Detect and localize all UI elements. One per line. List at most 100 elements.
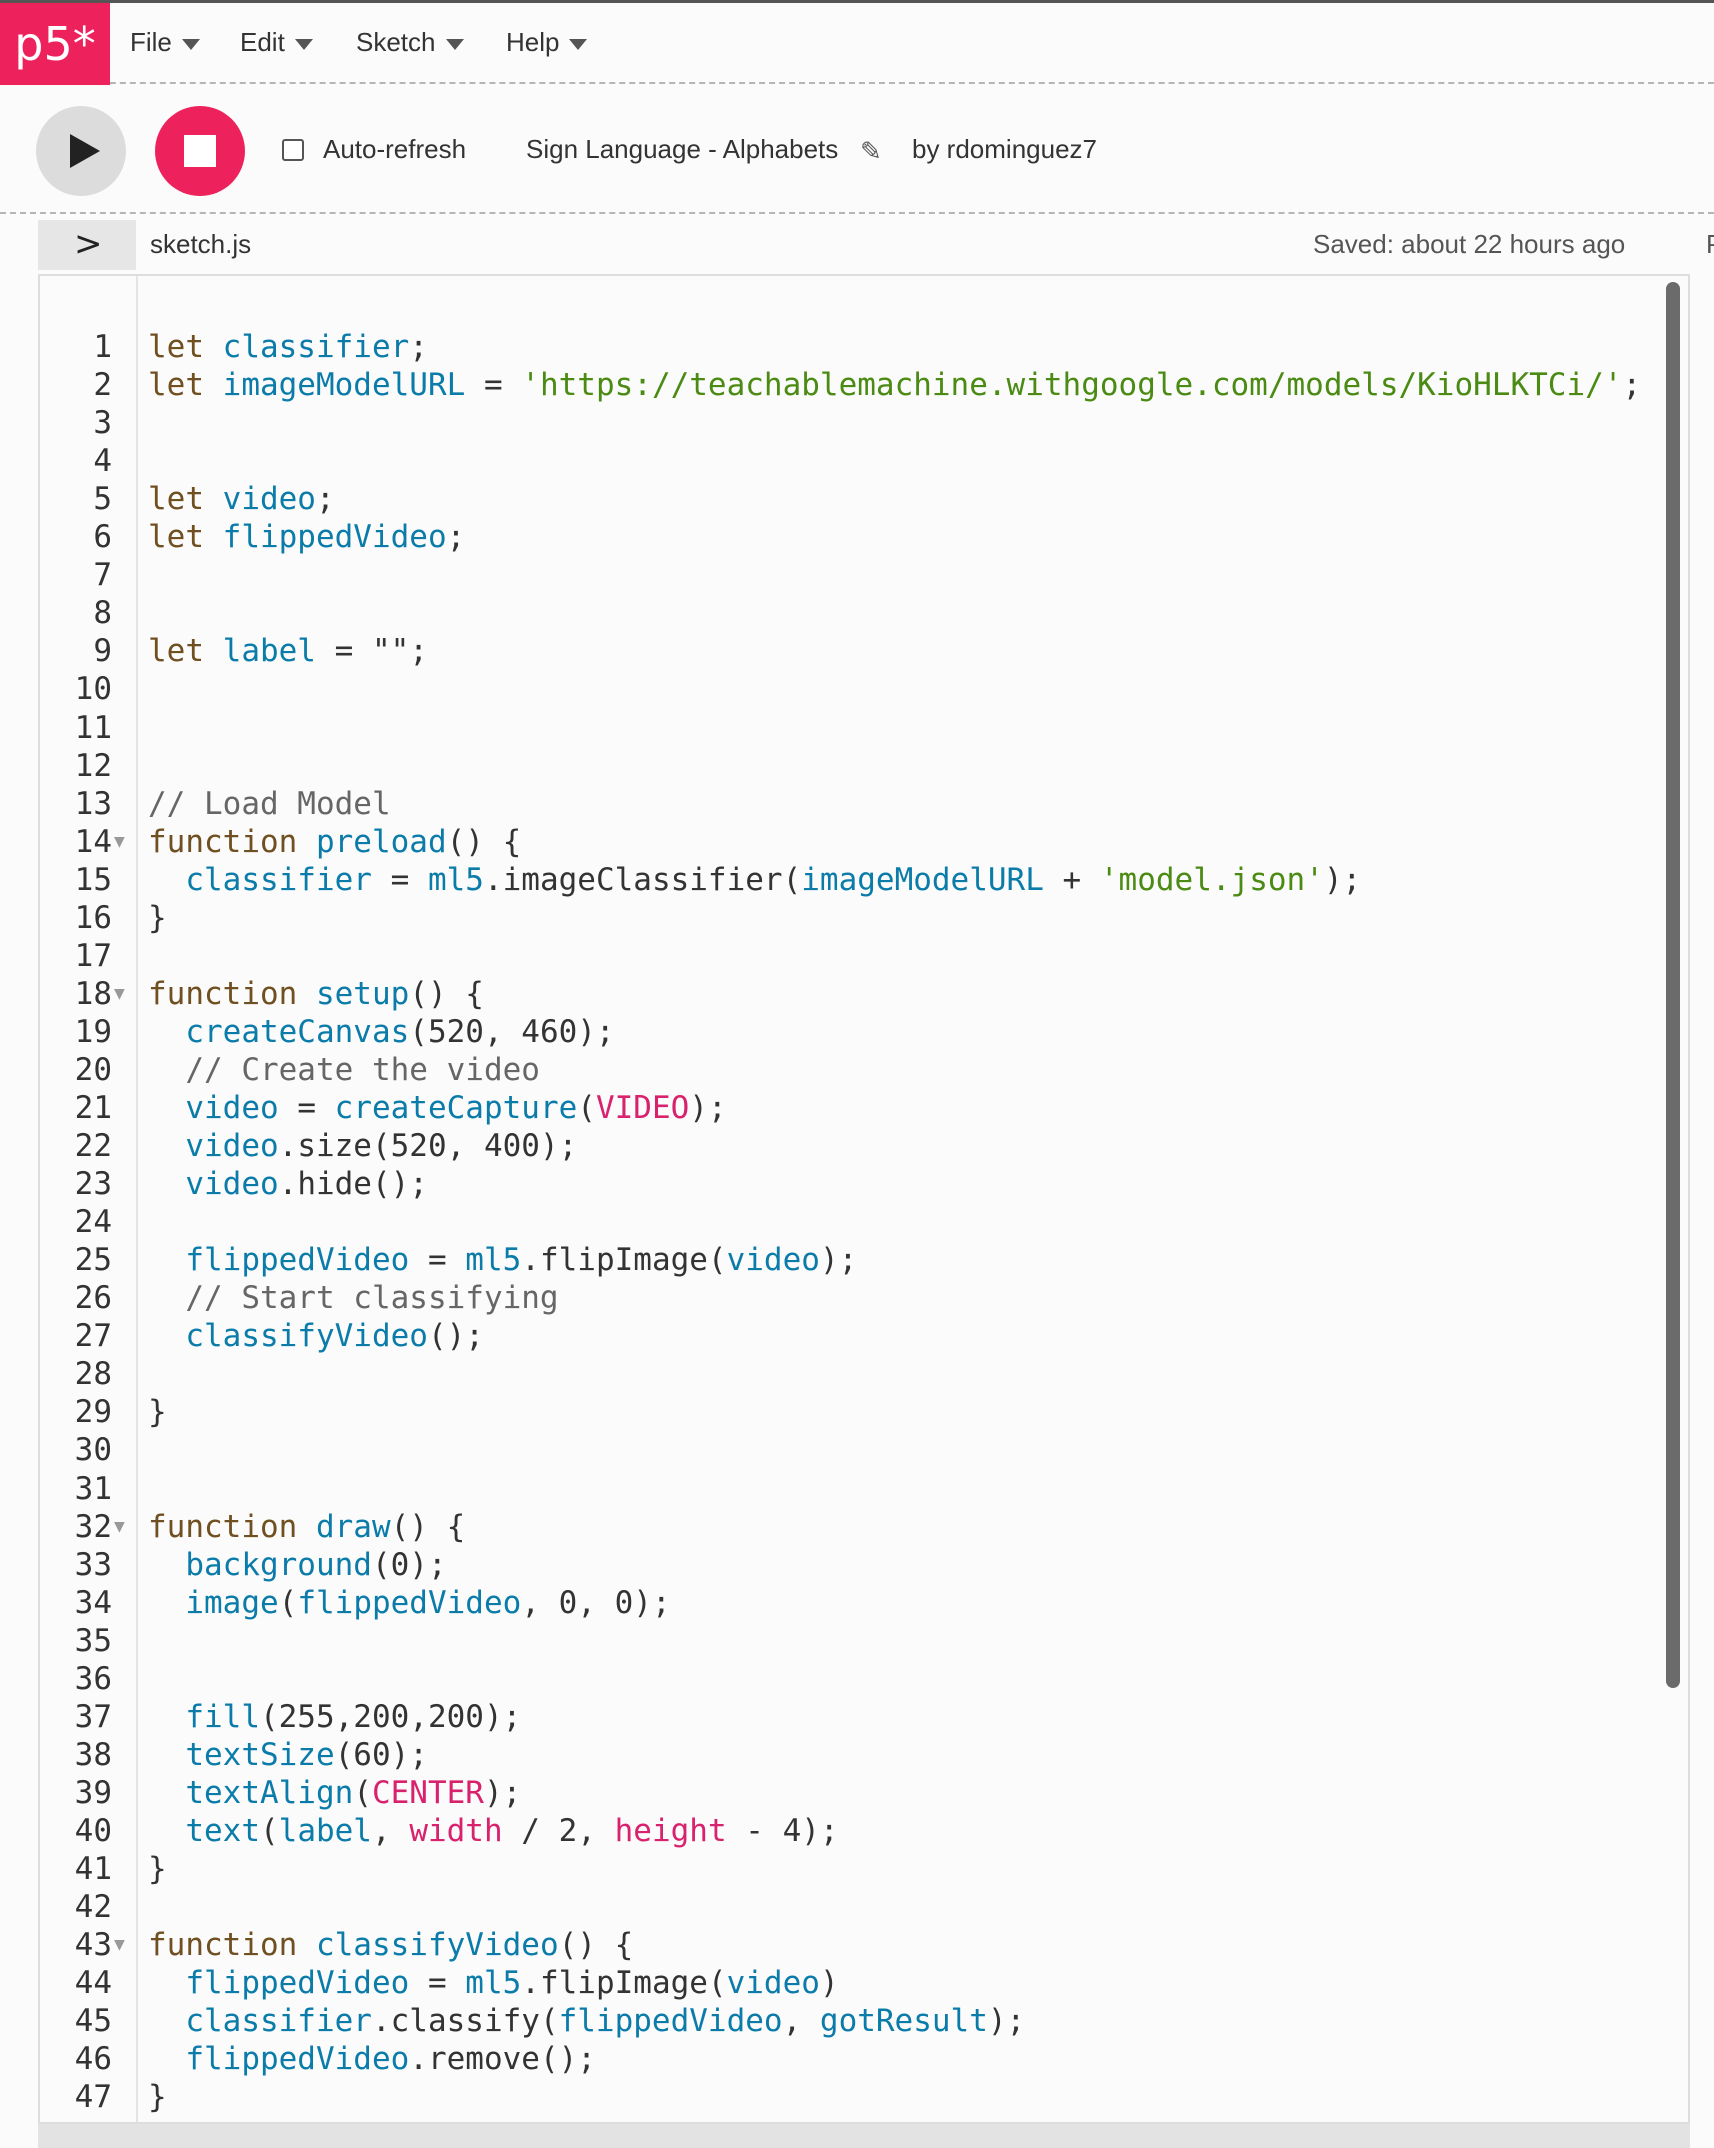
code-line[interactable]: 40 text(label, width / 2, height - 4); (40, 1812, 1640, 1850)
code-line[interactable]: 19 createCanvas(520, 460); (40, 1013, 1640, 1051)
code-text: function preload() { (148, 823, 522, 860)
line-number: 1 (93, 329, 112, 365)
code-line[interactable]: 33 background(0); (40, 1546, 1640, 1584)
code-line[interactable]: 22 video.size(520, 400); (40, 1127, 1640, 1165)
code-line[interactable]: 12 (40, 747, 1640, 785)
line-number: 11 (74, 709, 112, 746)
code-text: textSize(60); (185, 1736, 428, 1773)
line-number: 19 (74, 1013, 112, 1050)
code-line[interactable]: 30 (40, 1431, 1640, 1469)
line-number: 29 (74, 1394, 112, 1431)
code-line[interactable]: 26 // Start classifying (40, 1279, 1640, 1317)
p5-logo[interactable]: p5* (0, 3, 110, 85)
line-number: 34 (74, 1584, 112, 1621)
sketch-title[interactable]: Sign Language - Alphabets (526, 134, 839, 164)
line-number: 18 (74, 975, 112, 1012)
code-text: video.size(520, 400); (185, 1128, 578, 1165)
line-number: 16 (74, 899, 112, 936)
code-line[interactable]: 16} (40, 899, 1640, 937)
code-line[interactable]: 45 classifier.classify(flippedVideo, got… (40, 2002, 1640, 2040)
line-number: 28 (74, 1356, 112, 1393)
fold-arrow-icon[interactable]: ▼ (114, 1515, 125, 1537)
code-line[interactable]: 7 (40, 556, 1640, 594)
code-line[interactable]: 15 classifier = ml5.imageClassifier(imag… (40, 861, 1640, 899)
code-line[interactable]: 43▼function classifyVideo() { (40, 1926, 1640, 1964)
code-text: } (148, 899, 167, 936)
line-number: 23 (74, 1166, 112, 1203)
author-link[interactable]: by rdominguez7 (912, 134, 1097, 164)
editor-scrollbar[interactable] (1666, 282, 1680, 1688)
code-line[interactable]: 24 (40, 1203, 1640, 1241)
menu-sketch[interactable]: Sketch (356, 27, 464, 58)
line-number: 13 (74, 785, 112, 822)
code-line[interactable]: 8 (40, 594, 1640, 632)
fold-arrow-icon[interactable]: ▼ (114, 830, 125, 852)
code-line[interactable]: 35 (40, 1622, 1640, 1660)
code-line[interactable]: 31 (40, 1470, 1640, 1508)
fold-arrow-icon[interactable]: ▼ (114, 982, 125, 1004)
code-text: } (148, 2079, 167, 2116)
code-text: // Start classifying (185, 1280, 559, 1317)
code-line[interactable]: 44 flippedVideo = ml5.flipImage(video) (40, 1964, 1640, 2002)
code-line[interactable]: 27 classifyVideo(); (40, 1317, 1640, 1355)
code-line[interactable]: 14▼ function preload() { (40, 823, 1640, 861)
code-line[interactable]: 42 (40, 1888, 1640, 1926)
code-line[interactable]: 17 (40, 937, 1640, 975)
line-number: 46 (74, 2041, 112, 2078)
line-number: 9 (93, 633, 112, 670)
code-line[interactable]: 13 // Load Model (40, 785, 1640, 823)
chevron-down-icon (569, 39, 588, 50)
code-line[interactable]: 38 textSize(60); (40, 1736, 1640, 1774)
console-bar[interactable] (38, 2124, 1690, 2148)
auto-refresh-label[interactable]: Auto-refresh (323, 134, 467, 164)
code-line[interactable]: 21 video = createCapture(VIDEO); (40, 1089, 1640, 1127)
line-number: 20 (74, 1051, 112, 1088)
code-line[interactable]: 29} (40, 1393, 1640, 1431)
code-line[interactable]: 37 fill(255,200,200); (40, 1698, 1640, 1736)
menu-edit[interactable]: Edit (240, 27, 313, 58)
menu-help[interactable]: Help (506, 27, 588, 58)
code-line[interactable]: 34 image(flippedVideo, 0, 0); (40, 1584, 1640, 1622)
code-line[interactable]: 23 video.hide(); (40, 1165, 1640, 1203)
expand-sidebar-button[interactable]: > (38, 220, 136, 270)
code-text: // Load Model (148, 785, 391, 822)
play-button[interactable] (36, 106, 126, 196)
line-number: 14 (74, 823, 112, 860)
line-number: 4 (93, 443, 112, 480)
code-line[interactable]: 25 flippedVideo = ml5.flipImage(video); (40, 1241, 1640, 1279)
code-line[interactable]: 47} (40, 2078, 1640, 2116)
code-line[interactable]: 28 (40, 1355, 1640, 1393)
line-number: 45 (74, 2003, 112, 2040)
code-text: background(0); (185, 1546, 447, 1583)
code-line[interactable]: 10 (40, 670, 1640, 708)
code-line[interactable]: 36 (40, 1660, 1640, 1698)
code-line[interactable]: 4 (40, 442, 1640, 480)
chevron-down-icon (445, 39, 464, 50)
stop-button[interactable] (155, 106, 245, 196)
line-number: 44 (74, 1965, 112, 2002)
chevron-down-icon (181, 39, 200, 50)
code-text: createCanvas(520, 460); (185, 1013, 615, 1050)
fold-arrow-icon[interactable]: ▼ (114, 1934, 125, 1956)
line-number: 6 (93, 519, 112, 556)
pencil-icon[interactable]: ✎ (860, 136, 882, 166)
code-line[interactable]: 3 (40, 404, 1640, 442)
line-number: 41 (74, 1851, 112, 1887)
menu-file[interactable]: File (130, 27, 200, 58)
code-text: flippedVideo.remove(); (185, 2041, 596, 2078)
code-line[interactable]: 18▼function setup() { (40, 975, 1640, 1013)
code-text: textAlign(CENTER); (185, 1774, 522, 1811)
code-line[interactable]: 41} (40, 1850, 1640, 1888)
code-line[interactable]: 11 (40, 709, 1640, 747)
code-line[interactable]: 20 // Create the video (40, 1051, 1640, 1089)
code-line[interactable]: 32▼function draw() { (40, 1508, 1640, 1546)
code-line[interactable]: 46 flippedVideo.remove(); (40, 2040, 1640, 2078)
auto-refresh-checkbox[interactable] (282, 139, 304, 161)
code-line[interactable]: 39 textAlign(CENTER); (40, 1774, 1640, 1812)
